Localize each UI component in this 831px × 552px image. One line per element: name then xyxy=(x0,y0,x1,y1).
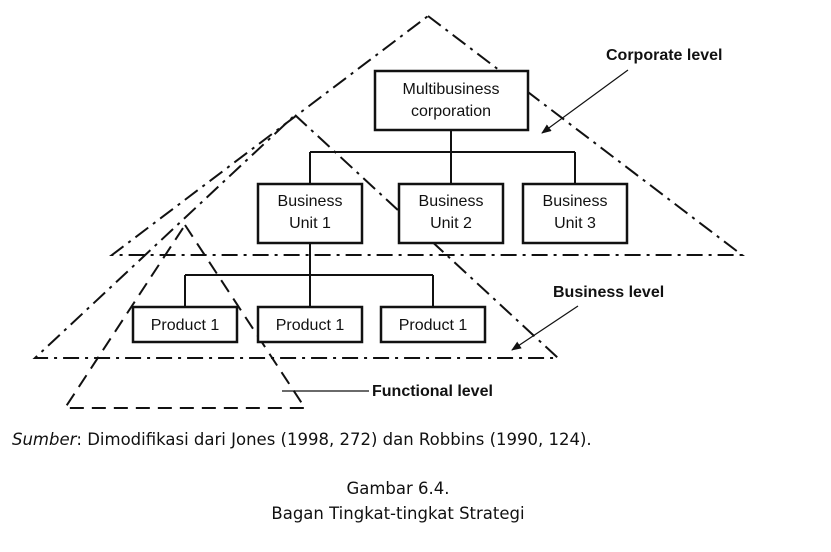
corporate-level-triangle xyxy=(109,14,745,256)
product-label: Product 1 xyxy=(276,317,345,334)
product-label: Product 1 xyxy=(151,317,220,334)
business-unit-line2: Unit 1 xyxy=(289,215,331,232)
org-connectors xyxy=(184,130,576,307)
corporate-level-arrow xyxy=(541,69,629,134)
product-box: Product 1 xyxy=(256,305,364,344)
product-box: Product 1 xyxy=(379,305,487,344)
product-box: Product 1 xyxy=(131,305,239,344)
figure-title: Bagan Tingkat-tingkat Strategi xyxy=(271,504,525,523)
corporation-box: Multibusiness corporation xyxy=(373,69,530,132)
business-unit-box: Business Unit 1 xyxy=(256,182,364,245)
business-level-label: Business level xyxy=(553,284,664,301)
business-unit-line1: Business xyxy=(543,193,608,210)
source-text: : Dimodifikasi dari Jones (1998, 272) da… xyxy=(76,430,592,449)
corporation-line2: corporation xyxy=(411,103,491,120)
business-unit-line2: Unit 3 xyxy=(554,215,596,232)
business-level-arrow xyxy=(511,305,579,351)
source-label: Sumber xyxy=(12,430,77,449)
corporate-level-label: Corporate level xyxy=(606,47,722,64)
functional-level-triangle xyxy=(63,223,307,409)
business-unit-line2: Unit 2 xyxy=(430,215,472,232)
source-caption: Sumber: Dimodifikasi dari Jones (1998, 2… xyxy=(12,430,592,449)
business-unit-line1: Business xyxy=(278,193,343,210)
figure-number: Gambar 6.4. xyxy=(346,479,450,498)
business-unit-box: Business Unit 2 xyxy=(397,182,505,245)
corporation-line1: Multibusiness xyxy=(403,81,500,98)
business-unit-line1: Business xyxy=(419,193,484,210)
product-label: Product 1 xyxy=(399,317,468,334)
functional-level-label: Functional level xyxy=(372,383,493,400)
business-unit-box: Business Unit 3 xyxy=(521,182,629,245)
